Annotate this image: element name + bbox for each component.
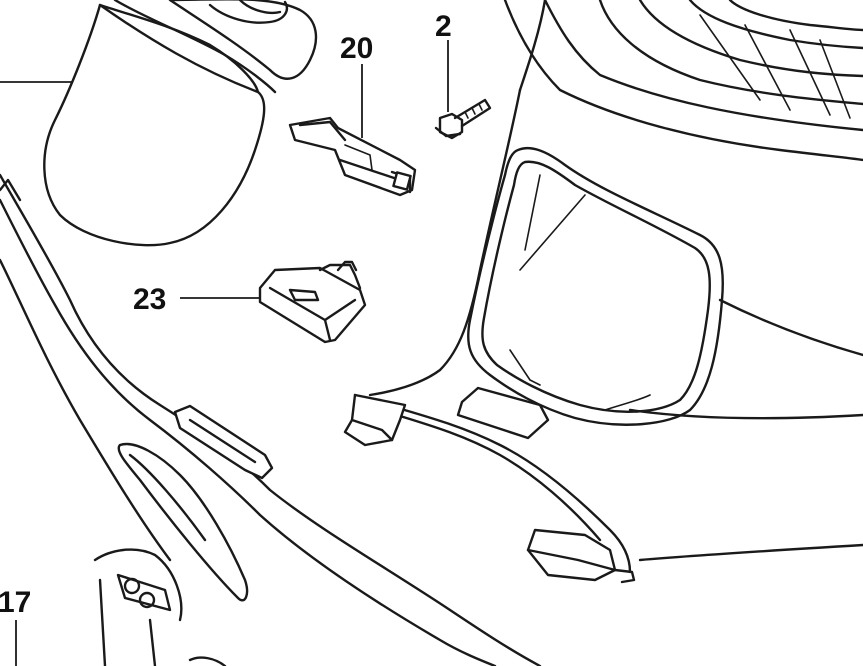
callout-23: 23 (133, 283, 166, 316)
callout-17: 17 (0, 586, 31, 619)
part-23-clip (258, 260, 367, 344)
part-2-screw (434, 98, 492, 140)
callout-2: 2 (435, 10, 452, 43)
glove-box-door (43, 0, 318, 247)
part-20-switch (288, 116, 417, 197)
center-console (343, 0, 863, 584)
leader-lines (0, 40, 449, 666)
upper-dash-panel (503, 0, 863, 162)
lower-trim-panel (0, 173, 542, 666)
callout-20: 20 (340, 32, 373, 65)
